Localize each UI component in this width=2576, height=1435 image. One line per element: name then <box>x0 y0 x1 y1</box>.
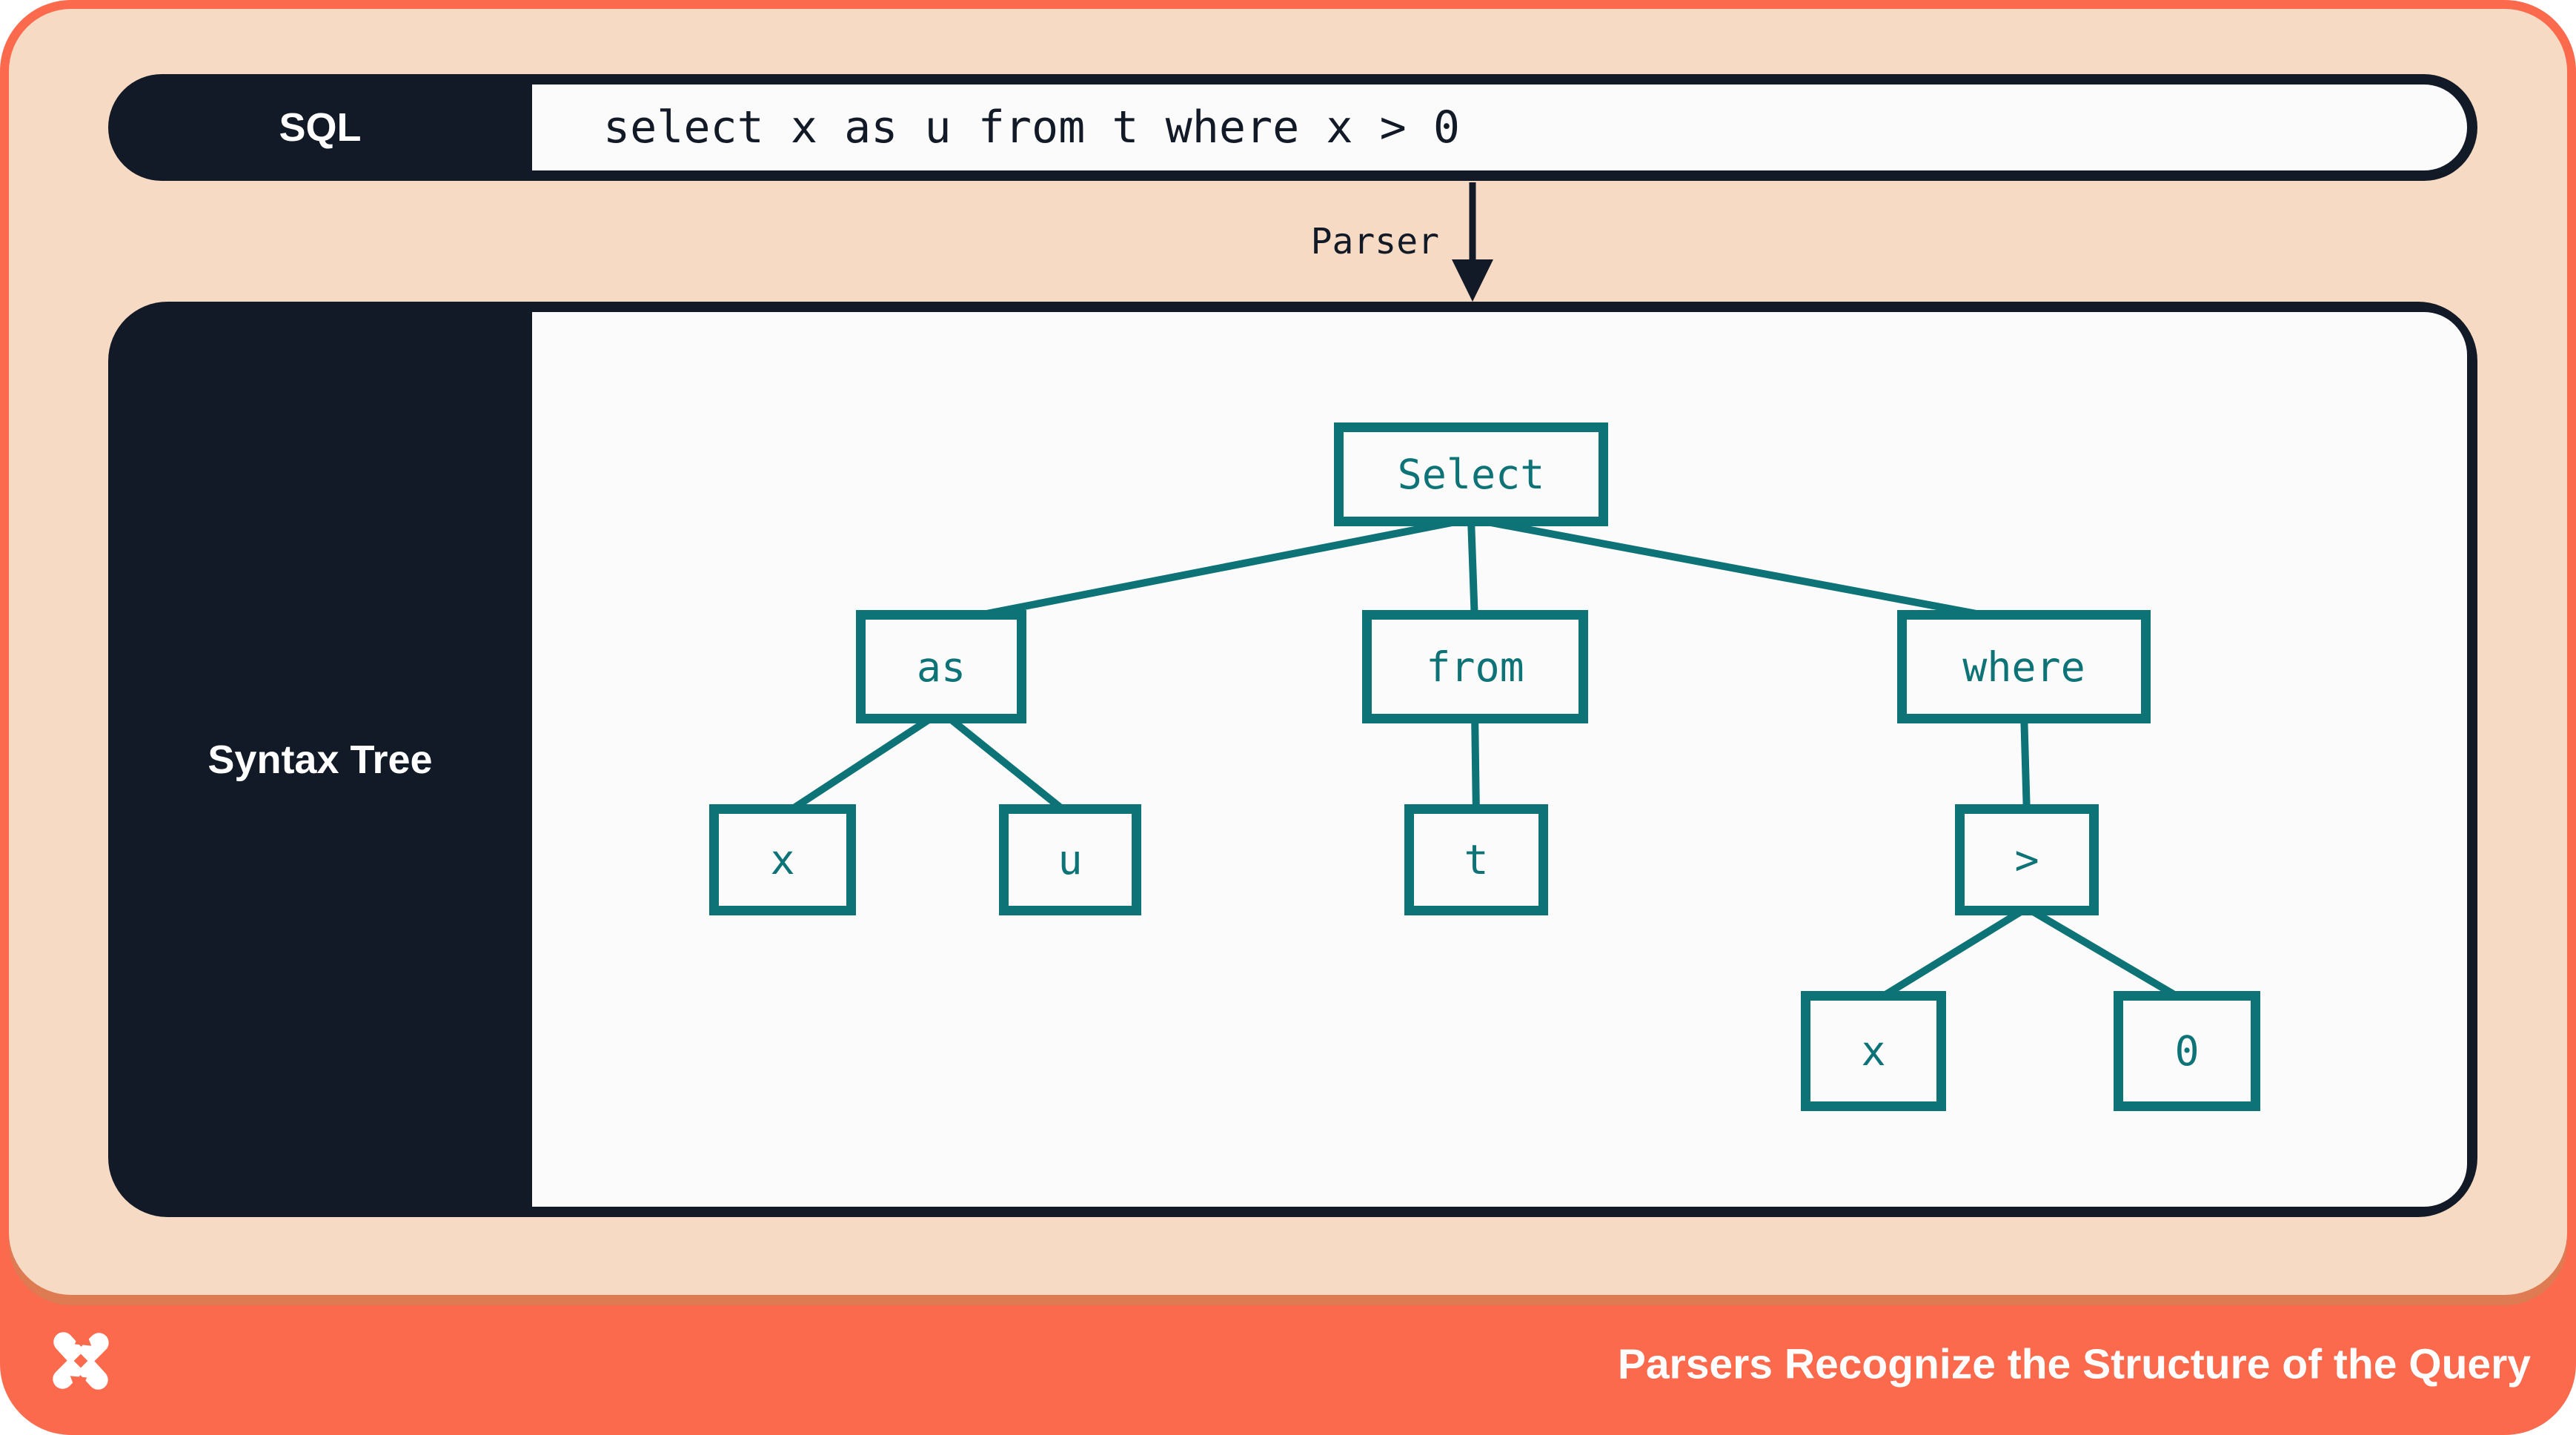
sql-bar: SQL select x as u from t where x > 0 <box>108 74 2477 181</box>
tree-node-t: t <box>1404 804 1548 915</box>
tree-node-x-alias: x <box>709 804 856 915</box>
footer-title: Parsers Recognize the Structure of the Q… <box>1617 1340 2531 1388</box>
parser-label: Parser <box>1310 221 1439 262</box>
tree-node-u: u <box>999 804 1141 915</box>
sql-bar-content: select x as u from t where x > 0 <box>532 84 2467 170</box>
pinwheel-x-logo <box>53 1325 109 1397</box>
tree-node-x-operand: x <box>1801 991 1946 1111</box>
tree-node-zero: 0 <box>2114 991 2260 1111</box>
tree-node-from: from <box>1362 610 1588 723</box>
sql-bar-label: SQL <box>279 105 362 150</box>
tree-node-select: Select <box>1334 422 1608 526</box>
syntax-tree-panel-label: Syntax Tree <box>208 737 433 782</box>
footer-bar: Parsers Recognize the Structure of the Q… <box>0 1295 2576 1435</box>
sql-query-text: select x as u from t where x > 0 <box>603 102 1460 153</box>
tree-node-as: as <box>856 610 1026 723</box>
tree-node-where: where <box>1897 610 2151 723</box>
tree-node-gt: > <box>1955 804 2099 915</box>
